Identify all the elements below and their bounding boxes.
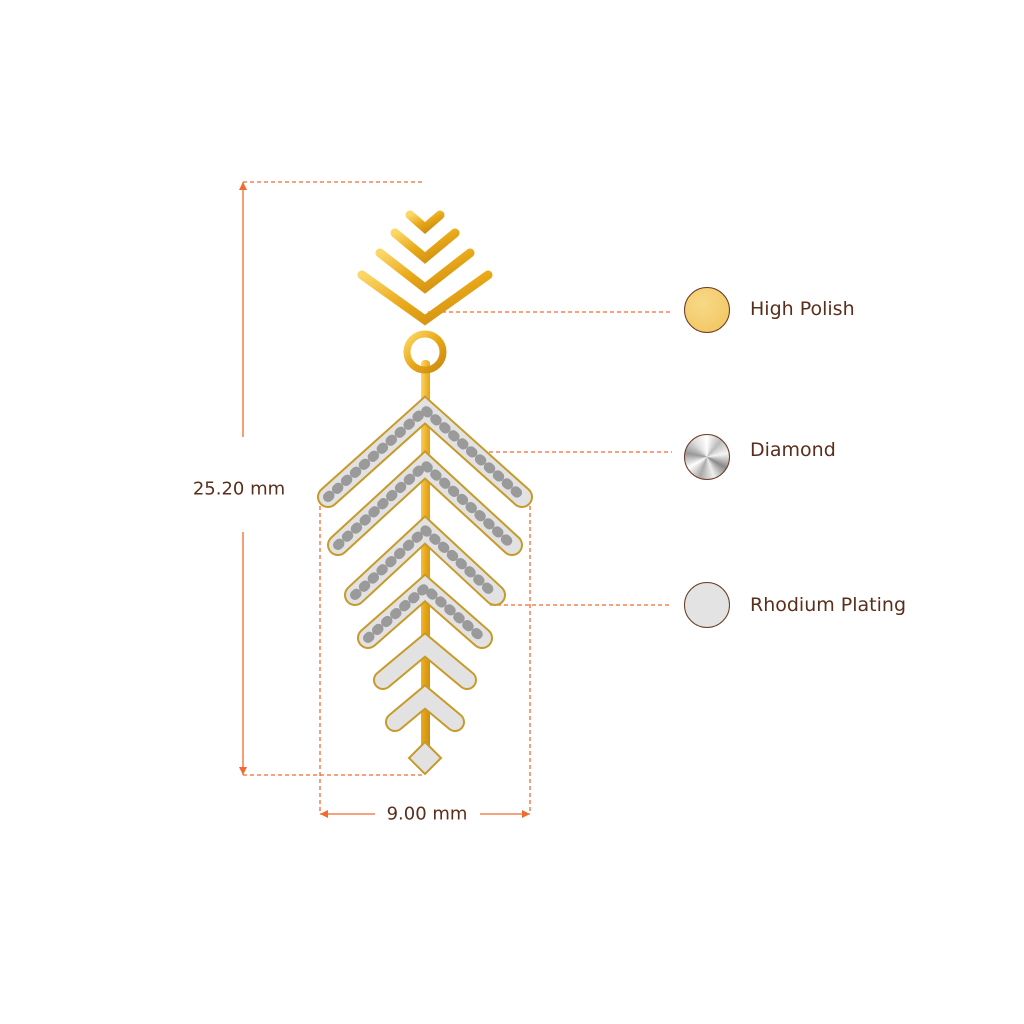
diamond-swatch-icon [684, 434, 730, 480]
legend-label-high-polish: High Polish [750, 298, 855, 320]
dimension-lines [242, 181, 672, 815]
rhodium-swatch-icon [684, 582, 730, 628]
gold-swatch-icon [684, 287, 730, 333]
diamond-chevrons [317, 395, 533, 776]
gold-top-chevrons [357, 183, 493, 335]
legend-label-diamond: Diamond [750, 439, 836, 461]
arrowheads [239, 182, 530, 818]
width-dimension-label: 9.00 mm [386, 803, 468, 825]
earring [317, 183, 533, 776]
height-dimension-label: 25.20 mm [192, 478, 286, 500]
legend-label-rhodium-plating: Rhodium Plating [750, 594, 907, 616]
